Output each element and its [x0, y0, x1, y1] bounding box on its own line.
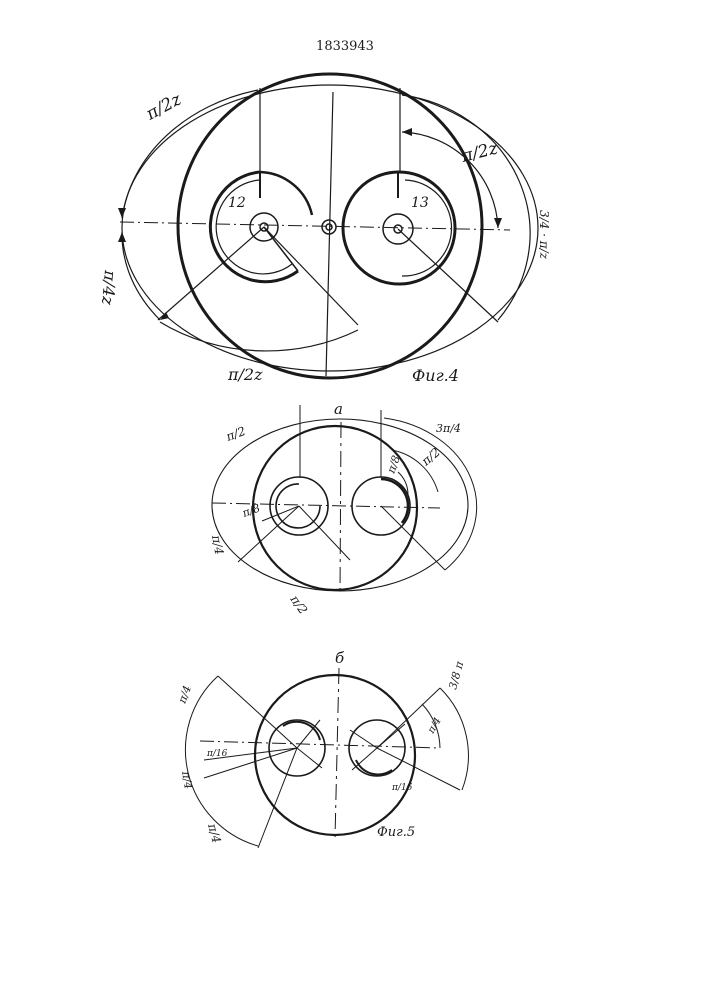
figure-4: 12 13 π/2z π/2z 3/4 ·	[98, 74, 551, 385]
fig5b-right-radial-5	[352, 748, 377, 770]
fig5a-right-radial-1	[381, 506, 445, 570]
rotor-12-radius	[264, 227, 298, 271]
fig5a-arc-top-right	[384, 418, 477, 570]
rotor-13-label: 13	[411, 195, 429, 211]
fig5b-right-radial-2	[377, 748, 460, 790]
rotor-12-label: 12	[228, 195, 246, 211]
fig5a-housing-circle	[253, 426, 417, 590]
figure-5b: б π/4 π/16 π/4 π/4 3/8 π π/4 π/16 Фиг.	[175, 649, 468, 848]
fig4-arrow-3	[160, 312, 169, 320]
fig5b-label-left-top: π/4	[175, 684, 194, 706]
rotor-12-outer-arc	[210, 172, 298, 282]
fig4-rotor-12: 12	[210, 172, 312, 282]
fig5a-label-left: π/4	[209, 533, 226, 556]
fig4-arrow-4	[494, 218, 502, 228]
figure-5a: а π/2 3π/4 π/2 π/8 π/8 π/4 π/2	[209, 400, 477, 617]
fig5b-left-rotor-inner	[283, 722, 320, 740]
fig5b-label-left-bottom: π/4	[205, 821, 224, 845]
fig4-label-top-right: π/2z	[458, 138, 500, 167]
fig5b-variant-label: б	[335, 649, 345, 667]
fig4-label-left: π/4z	[98, 269, 120, 307]
fig4-arc-left-lower	[122, 232, 160, 320]
fig5b-label-right-small: π/16	[391, 783, 413, 793]
fig4-arrow-5	[402, 128, 412, 136]
fig5b-label-right-top: 3/8 π	[446, 659, 466, 691]
fig4-label-top-left: π/2z	[142, 89, 186, 125]
fig5a-vertical-axis	[340, 422, 341, 595]
fig5b-right-radial-4	[377, 724, 405, 748]
fig5b-vertical-axis	[335, 668, 339, 838]
rotor-12-lobe	[260, 172, 312, 215]
fig5-caption: Фиг.5	[377, 825, 415, 840]
fig5b-left-radial-4	[258, 748, 297, 848]
fig5b-label-left-small: π/16	[206, 749, 228, 759]
fig5b-arc-left	[185, 676, 258, 846]
fig5a-label-bottom: π/2	[287, 592, 310, 617]
patent-number: 1833943	[316, 39, 374, 54]
fig5b-right-radial-1	[377, 688, 440, 748]
fig5b-left-radial-6	[297, 748, 322, 768]
fig5a-label-top-left: π/2	[223, 424, 247, 444]
fig4-caption: Фиг.4	[412, 366, 459, 385]
fig4-arrow-2	[118, 232, 126, 242]
fig5b-label-right-mid: π/4	[426, 716, 444, 736]
fig4-arrow-1	[118, 208, 126, 218]
fig4-label-bottom: π/2z	[227, 365, 263, 384]
fig5a-variant-label: а	[334, 400, 343, 418]
fig5a-label-top-right: 3π/4	[436, 422, 461, 435]
fig5b-arc-right	[440, 688, 468, 790]
fig5a-right-rotor-inner	[381, 479, 408, 523]
fig4-arc-bottom	[160, 322, 358, 351]
fig4-center-point	[326, 224, 332, 230]
fig4-label-right: 3/4 · π/z	[537, 210, 551, 260]
fig5a-left-radial-2	[299, 506, 350, 560]
fig5a-label-left-small: π/8	[240, 501, 262, 520]
fig5b-label-left-mid: π/4	[179, 769, 195, 790]
